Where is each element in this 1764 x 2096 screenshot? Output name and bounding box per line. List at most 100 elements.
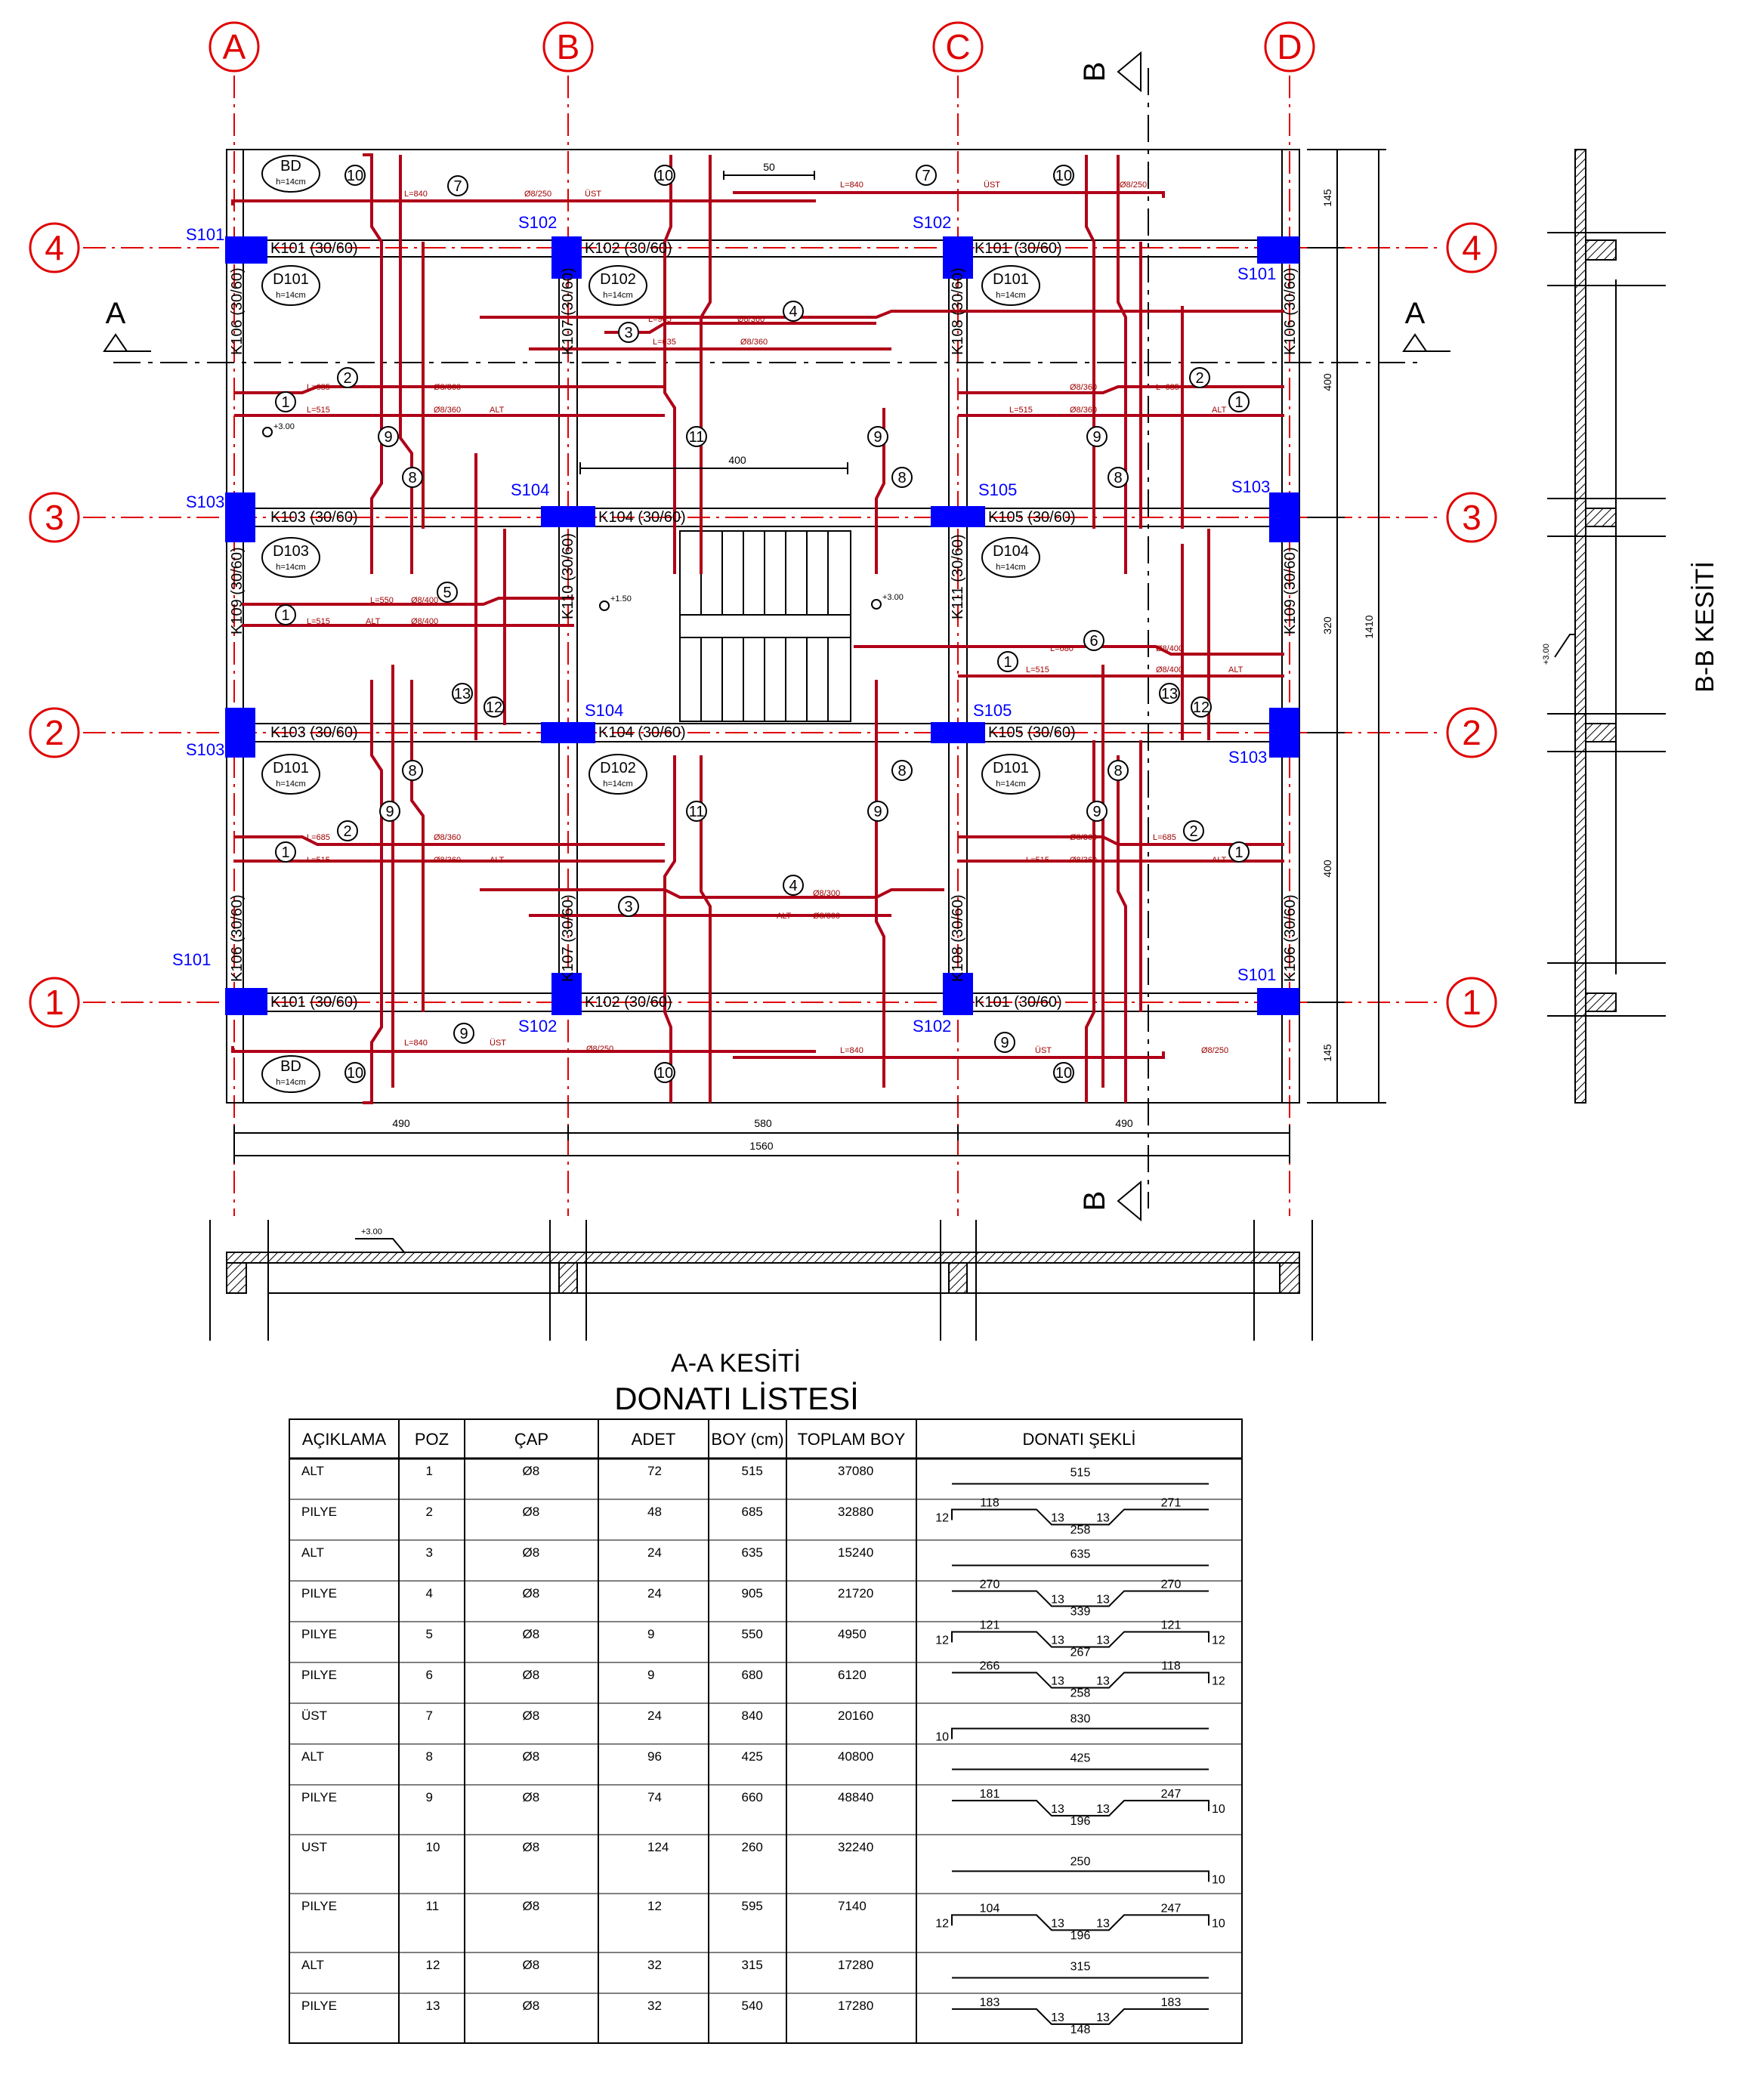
shape-dimension: 830	[1070, 1712, 1091, 1725]
table-cell: 13	[426, 1999, 440, 2013]
position-number: 1	[281, 394, 289, 411]
rebar-label: Ø8/360	[1070, 383, 1097, 392]
rebar-label: Ø8/400	[1156, 665, 1183, 674]
shape-dimension: 12	[935, 1511, 949, 1524]
table-cell: 20160	[838, 1709, 873, 1723]
table-cell: 11	[426, 1899, 440, 1913]
table-cell: 8	[426, 1749, 433, 1764]
dimension-label: 400	[1321, 860, 1333, 878]
rebar-label: L=685	[1156, 383, 1179, 392]
beam-label: K101 (30/60)	[270, 240, 358, 257]
table-header: BOY (cm)	[711, 1430, 783, 1449]
beam-label: K105 (30/60)	[988, 509, 1076, 526]
shape-dimension: 266	[980, 1659, 1000, 1672]
table-cell: 74	[647, 1790, 662, 1804]
position-number: 10	[656, 168, 673, 184]
axis-label-1-left: 1	[45, 983, 64, 1022]
beam-label: K106 (30/60)	[229, 894, 246, 982]
beam-label: K102 (30/60)	[585, 994, 672, 1011]
table-cell: PILYE	[301, 1505, 337, 1519]
cut-markers	[103, 51, 1450, 1222]
column-label: S101	[1237, 264, 1276, 283]
stair	[679, 530, 851, 722]
slab-tags	[261, 155, 1040, 1093]
position-number: 13	[1161, 686, 1178, 702]
position-number: 9	[384, 429, 392, 446]
position-number: 1	[281, 844, 289, 861]
position-number: 9	[873, 804, 882, 820]
right-dimension-lines	[1307, 149, 1386, 1104]
table-cell: 9	[647, 1627, 654, 1641]
rebar-label: ÜST	[984, 181, 1000, 190]
dimension-label: 400	[728, 454, 746, 466]
rebar-label: ALT	[1228, 665, 1243, 674]
dimension-label: 1410	[1363, 615, 1375, 638]
section-aa	[209, 1220, 1313, 1341]
shape-dimension: 121	[980, 1619, 1000, 1631]
table-cell: 4	[426, 1586, 433, 1601]
table-cell: 905	[742, 1586, 763, 1601]
axis-label-4-left: 4	[45, 228, 64, 267]
section-cut-lines	[113, 68, 1420, 1209]
column-label: S105	[978, 480, 1017, 499]
beam-label: K107 (30/60)	[560, 894, 576, 982]
table-cell: PILYE	[301, 1790, 337, 1804]
position-number: 12	[1193, 699, 1209, 716]
position-number: 9	[1000, 1035, 1009, 1051]
dimension-label: 490	[392, 1117, 410, 1129]
rebar-shape	[951, 1914, 1209, 1931]
shape-dimension: 10	[935, 1730, 949, 1743]
table-cell: Ø8	[523, 1505, 540, 1519]
rebar-label: Ø8/400	[1156, 644, 1183, 653]
shape-dimension: 12	[935, 1634, 949, 1647]
position-number: 3	[624, 899, 632, 915]
cut-mark-b-top: B	[1078, 62, 1111, 82]
shape-dimension: 267	[1070, 1646, 1091, 1659]
slab-thickness: h=14cm	[276, 177, 305, 187]
position-number: 1	[1234, 844, 1243, 861]
cut-mark-b-bottom: B	[1078, 1191, 1111, 1212]
beam-label: K111 (30/60)	[950, 534, 966, 619]
column-label: S101	[186, 225, 224, 244]
section-bb	[1547, 149, 1666, 1104]
table-border	[289, 1418, 1243, 2044]
position-number: 10	[1055, 1065, 1072, 1082]
rebar-label: L=515	[307, 617, 330, 626]
beam-label: K109 (30/60)	[1282, 547, 1299, 634]
slab-thickness: h=14cm	[996, 779, 1025, 789]
shape-dimension: 13	[1096, 2011, 1110, 2024]
table-cell: 5	[426, 1627, 433, 1641]
rebar-label: Ø8/400	[411, 617, 438, 626]
table-cell: Ø8	[523, 1749, 540, 1764]
rebar-label: L=685	[307, 383, 330, 392]
shape-dimension: 10	[1212, 1917, 1225, 1930]
slab-label: D101	[273, 760, 309, 776]
shape-dimension: 13	[1051, 2011, 1064, 2024]
shape-dimension: 425	[1070, 1752, 1091, 1764]
table-cell: 32	[647, 1958, 662, 1972]
position-number: 7	[922, 168, 930, 184]
table-cell: 550	[742, 1627, 763, 1641]
position-number: 2	[343, 823, 351, 840]
rebar-label: Ø8/360	[740, 338, 768, 347]
position-number: 6	[1089, 633, 1098, 650]
rebar-label: Ø8/360	[737, 315, 765, 324]
position-number: 9	[459, 1026, 468, 1042]
table-cell: Ø8	[523, 1899, 540, 1913]
position-number: 2	[1195, 370, 1203, 387]
dimension-label: 145	[1321, 1044, 1333, 1062]
column-label: S103	[1231, 477, 1270, 496]
beam-label: K104 (30/60)	[598, 724, 686, 741]
dimension-label: 400	[1321, 373, 1333, 391]
axis-label-d: D	[1277, 27, 1302, 66]
rebar-label: L=685	[1153, 833, 1176, 842]
position-number: 9	[1092, 804, 1101, 820]
table-cell: 635	[742, 1545, 763, 1560]
shape-dimension: 13	[1051, 1917, 1064, 1930]
beam-label: K109 (30/60)	[229, 547, 246, 634]
position-number: 10	[656, 1065, 673, 1082]
column-label: S102	[518, 1017, 557, 1036]
slab-thickness: h=14cm	[603, 291, 632, 300]
table-cell: 48840	[838, 1790, 873, 1804]
